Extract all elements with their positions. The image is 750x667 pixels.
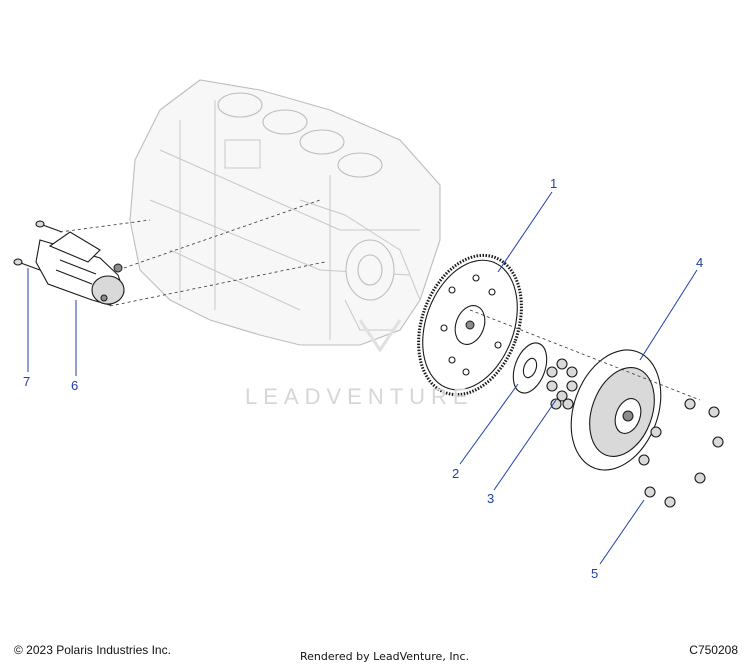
starter-alignment-lines	[59, 199, 326, 307]
callout-6: 6	[71, 378, 78, 393]
drawing-number: C750208	[689, 643, 738, 657]
callout-1: 1	[550, 176, 557, 191]
watermark-logo-icon	[358, 319, 402, 353]
flywheel	[417, 253, 523, 397]
rendered-by-text: Rendered by LeadVenture, Inc.	[300, 650, 470, 663]
callout-5: 5	[591, 566, 598, 581]
callout-2: 2	[452, 466, 459, 481]
leadventure-watermark: LEADVENTURE	[245, 384, 474, 409]
spacer-plate	[512, 342, 548, 394]
flexplate	[570, 349, 662, 471]
assembly-axis-line	[469, 309, 701, 401]
callout-3: 3	[487, 491, 494, 506]
callout-4: 4	[696, 255, 703, 270]
copyright-text: © 2023 Polaris Industries Inc.	[14, 643, 171, 657]
bolt-set	[546, 358, 578, 410]
starter-bolts	[13, 220, 63, 271]
nuts	[638, 398, 724, 508]
callout-leaders	[27, 191, 698, 565]
callout-7: 7	[23, 374, 30, 389]
starter-motor	[35, 231, 125, 306]
